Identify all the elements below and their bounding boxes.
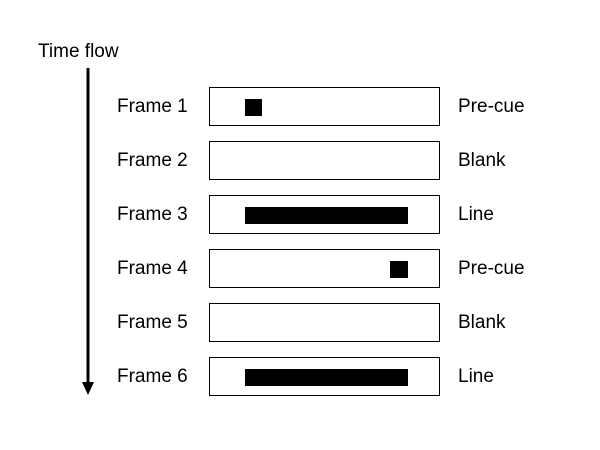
frame-row-4: Frame 4 Pre-cue (0, 249, 600, 289)
line-stimulus (245, 369, 408, 386)
frame-type-label: Line (458, 204, 494, 225)
frame-label: Frame 5 (117, 312, 188, 333)
frame-box (209, 195, 440, 234)
frame-label: Frame 3 (117, 204, 188, 225)
frame-type-label: Line (458, 366, 494, 387)
time-flow-label: Time flow (38, 41, 119, 62)
frame-label: Frame 2 (117, 150, 188, 171)
frame-box (209, 249, 440, 288)
frame-box (209, 303, 440, 342)
frame-row-6: Frame 6 Line (0, 357, 600, 397)
frame-row-5: Frame 5 Blank (0, 303, 600, 343)
line-stimulus (245, 207, 408, 224)
frame-box (209, 357, 440, 396)
pre-cue-square (390, 261, 408, 278)
time-flow-arrow (82, 68, 94, 395)
frame-type-label: Blank (458, 150, 506, 171)
frame-row-2: Frame 2 Blank (0, 141, 600, 181)
frame-type-label: Pre-cue (458, 258, 525, 279)
frame-label: Frame 1 (117, 96, 188, 117)
frame-label: Frame 6 (117, 366, 188, 387)
pre-cue-square (245, 99, 262, 116)
frame-row-3: Frame 3 Line (0, 195, 600, 235)
frame-row-1: Frame 1 Pre-cue (0, 87, 600, 127)
frame-type-label: Pre-cue (458, 96, 525, 117)
frame-type-label: Blank (458, 312, 506, 333)
frame-box (209, 87, 440, 126)
frame-label: Frame 4 (117, 258, 188, 279)
frame-box (209, 141, 440, 180)
